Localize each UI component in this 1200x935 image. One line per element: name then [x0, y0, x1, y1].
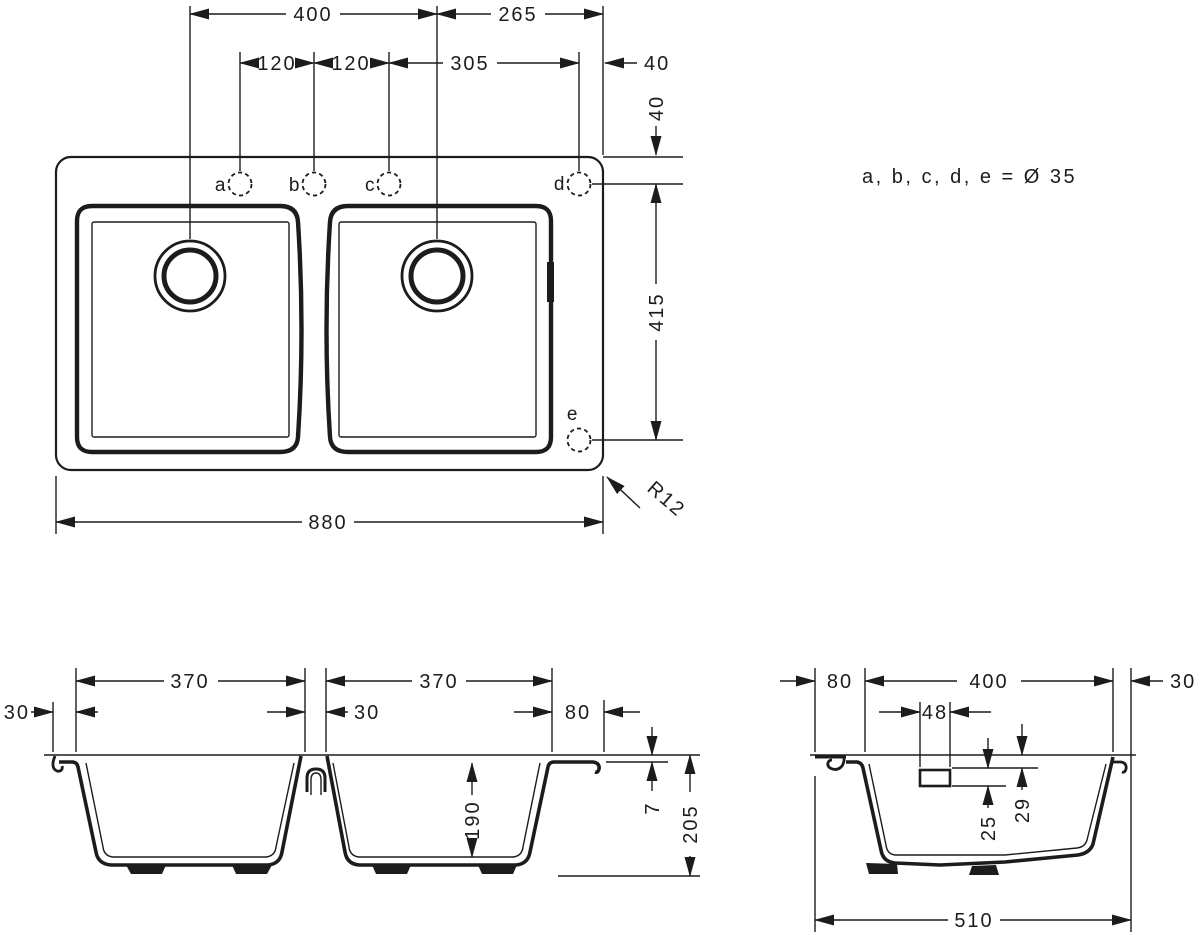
dim-edge-right: 80: [565, 702, 591, 724]
tap-hole-label-e: e: [567, 404, 578, 425]
drain-right-inner: [408, 247, 466, 305]
dim-overflow-height: 25: [978, 815, 1000, 841]
foot-pad: [478, 865, 517, 874]
drain-right-outer: [400, 239, 474, 313]
dim-edge-front: 80: [827, 671, 853, 693]
dim-hole-ab: 120: [257, 53, 296, 75]
radius-leader-line: [606, 476, 641, 509]
drain-left-outer: [153, 239, 227, 313]
divider-inner-line: [310, 772, 322, 795]
front-section-view: 370 370 30 30 80 7 205 190: [4, 668, 702, 877]
dim-overall-width: 880: [308, 512, 347, 534]
tap-hole-b: [301, 171, 327, 197]
drain-left-inner: [161, 247, 219, 305]
dim-hole-de-spacing: 415: [646, 292, 668, 331]
dim-hole-row-offset: 40: [646, 95, 668, 121]
dim-hole-bc: 120: [331, 53, 370, 75]
dim-drain-spacing: 400: [293, 4, 332, 26]
rim-front-hook: [826, 755, 846, 771]
bowl-left: [74, 203, 304, 455]
tap-hole-label-a: a: [215, 175, 226, 196]
tap-hole-label-d: d: [554, 174, 565, 195]
rim-left-hook: [51, 755, 64, 773]
foot-pad: [126, 865, 166, 874]
foot-pad: [232, 865, 272, 874]
drain-recess: [969, 865, 999, 875]
dim-edge-back: 30: [1170, 671, 1196, 693]
bowl-right-inner-section: [332, 762, 541, 858]
hole-diameter-legend: a, b, c, d, e = Ø 35: [862, 166, 1077, 188]
tap-hole-d: [566, 171, 592, 197]
bowl-side-section: [846, 756, 1115, 867]
bowl-right-inner-line: [338, 221, 537, 438]
foot-pad: [372, 865, 411, 874]
rim-back: [1113, 760, 1128, 774]
tap-hole-label-c: c: [365, 175, 375, 196]
overflow-hole: [918, 768, 952, 788]
dim-edge-left: 30: [4, 702, 30, 724]
dim-bowl-right-width: 370: [419, 671, 458, 693]
overflow-marker: [547, 262, 554, 302]
dim-hole-cd: 305: [450, 53, 489, 75]
dim-bowl-depth: 190: [462, 800, 484, 839]
side-section-view: 80 400 30 48 29 25 510: [780, 668, 1196, 932]
dim-overflow-offset: 29: [1012, 797, 1034, 823]
tap-hole-a: [227, 171, 253, 197]
tap-hole-e: [566, 427, 592, 453]
dim-drain-to-edge: 265: [498, 4, 537, 26]
dim-corner-radius: R12: [643, 477, 690, 522]
dim-hole-d-edge: 40: [644, 53, 670, 75]
dim-overflow-width: 48: [922, 702, 948, 724]
bowl-side-inner-section: [868, 763, 1107, 856]
bowl-right-section: [325, 755, 601, 867]
sink-outline: [54, 155, 605, 472]
dim-overall-height: 205: [680, 804, 702, 843]
divider-section: [305, 767, 327, 792]
tap-hole-label-b: b: [289, 175, 300, 196]
dim-bowl-left-width: 370: [170, 671, 209, 693]
bowl-left-inner-section: [85, 762, 295, 858]
dim-bowl-width: 400: [969, 671, 1008, 693]
bowl-left-section: [59, 755, 303, 867]
tap-hole-c: [376, 171, 402, 197]
dim-divider: 30: [354, 702, 380, 724]
top-view: a b c d e 400 265 120 120 305 40: [54, 4, 1077, 534]
foot-pad: [866, 863, 898, 874]
dim-rim-thickness: 7: [642, 801, 664, 814]
bowl-left-inner-line: [91, 221, 290, 438]
bowl-right: [324, 203, 554, 455]
dim-overall-depth: 510: [954, 910, 993, 932]
